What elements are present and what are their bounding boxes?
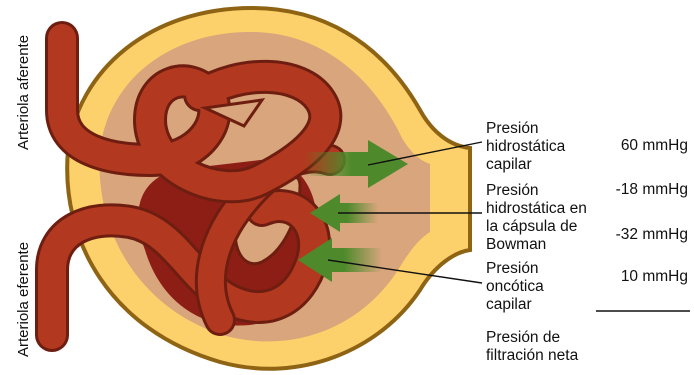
label-line: Presión <box>486 120 565 138</box>
value-net-filtration: 10 mmHg <box>578 268 688 286</box>
label-line: Presión de <box>486 329 578 347</box>
efferent-arteriole-label: Arteriola eferente <box>15 242 32 357</box>
label-line: hidrostática en <box>486 200 587 218</box>
label-line: oncótica <box>486 278 544 296</box>
label-line: la cápsula de <box>486 218 587 236</box>
label-line: Presión <box>486 260 544 278</box>
afferent-arteriole-label: Arteriola aferente <box>15 35 32 150</box>
label-line: capilar <box>486 296 544 314</box>
label-line: Presión <box>486 182 587 200</box>
label-line: capilar <box>486 156 565 174</box>
label-oncotic-capillary: Presión oncótica capilar <box>486 260 544 314</box>
label-line: hidrostática <box>486 138 565 156</box>
label-line: filtración neta <box>486 347 578 365</box>
label-line: Bowman <box>486 236 587 254</box>
label-net-filtration: Presión de filtración neta <box>486 329 578 365</box>
label-hydrostatic-bowman: Presión hidrostática en la cápsula de Bo… <box>486 182 587 254</box>
label-hydrostatic-capillary: Presión hidrostática capilar <box>486 120 565 174</box>
value-oncotic-capillary: -32 mmHg <box>578 226 688 244</box>
value-hydrostatic-capillary: 60 mmHg <box>578 137 688 155</box>
value-hydrostatic-bowman: -18 mmHg <box>578 181 688 199</box>
